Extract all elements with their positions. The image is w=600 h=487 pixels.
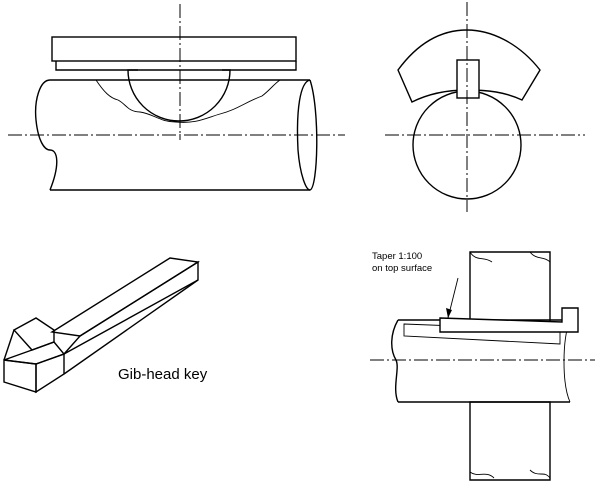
gib-head-side — [35, 353, 65, 394]
hub-upper-break — [469, 251, 551, 263]
gib-head-key-isometric — [3, 257, 200, 394]
hub-lower-section — [469, 401, 551, 481]
broken-out-section — [95, 79, 282, 123]
gib-head-top — [12, 317, 55, 351]
taper-note-line2: on top surface — [372, 263, 433, 274]
woodruff-key — [127, 69, 231, 122]
gib-head-edge — [3, 329, 15, 361]
hub-bore-layer — [55, 61, 297, 71]
hub-plate-section — [51, 36, 297, 62]
shaft-left-break — [34, 79, 58, 191]
assembly-shaft-break — [391, 319, 399, 403]
key-side-face — [63, 260, 199, 355]
gib-head-key-label: Gib-head key — [118, 366, 208, 383]
woodruff-key-side-view — [8, 4, 345, 191]
end-section-view — [385, 2, 585, 212]
hub-segment-section — [397, 29, 541, 103]
key-bottom-edge — [63, 279, 199, 375]
key-section — [456, 59, 480, 99]
gib-head-key-assembly — [370, 251, 595, 481]
hub-lower-break — [469, 469, 551, 479]
key-top-face — [50, 257, 200, 337]
hub-upper-section — [469, 251, 551, 323]
taper-note-line1: Taper 1:100 — [372, 251, 423, 262]
gib-key-profile — [439, 307, 579, 333]
taper-arrowhead — [446, 308, 452, 318]
gib-head-front — [3, 359, 37, 393]
